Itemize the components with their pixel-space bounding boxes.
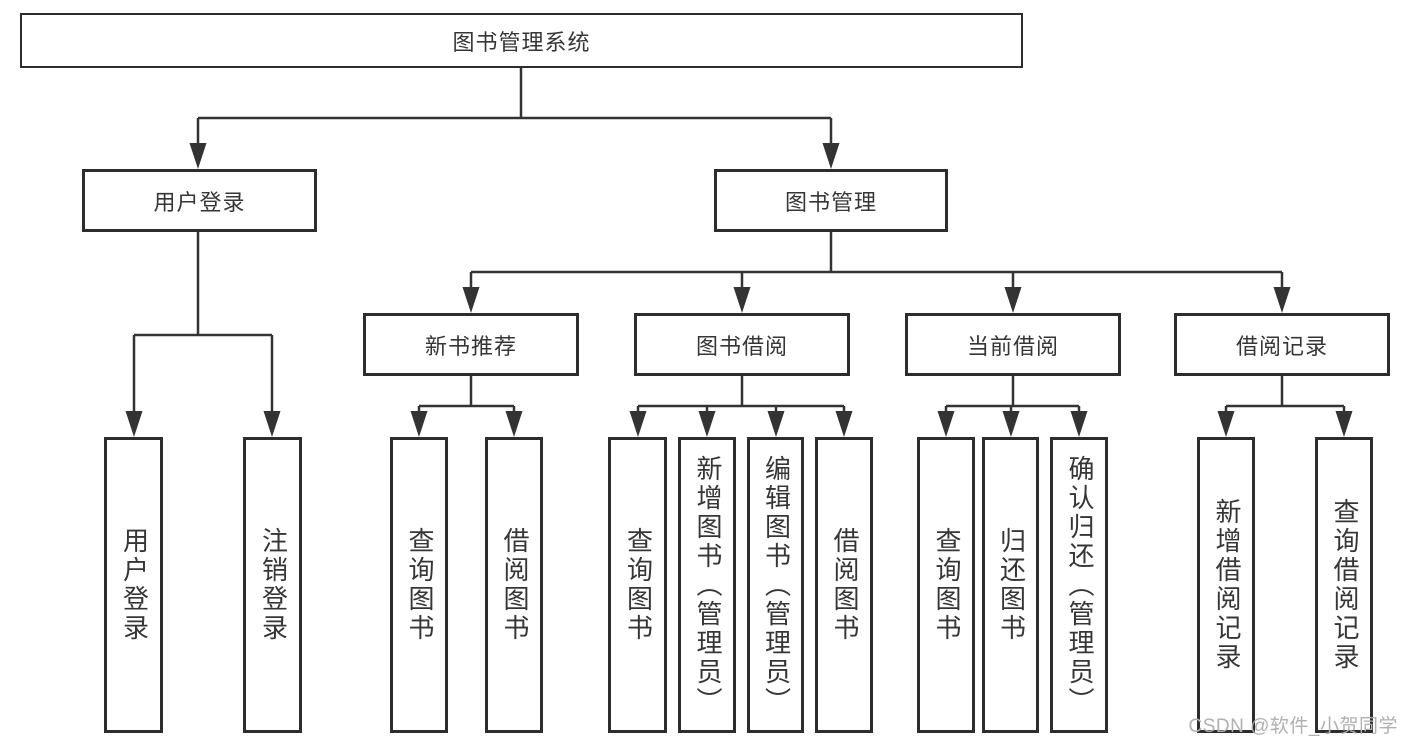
node-label: 用户登录	[153, 189, 246, 215]
node-new-book-recommendation: 新书推荐	[363, 313, 579, 376]
leaf-label: 新增借阅记录	[1211, 498, 1242, 672]
leaf-label: 借阅图书	[499, 527, 530, 643]
leaf-edit-books-admin: 编辑图书（管理员）	[747, 437, 804, 733]
leaf-label: 查询图书	[623, 527, 654, 643]
leaf-query-books-recommend: 查询图书	[390, 437, 448, 733]
node-book-management: 图书管理	[714, 169, 948, 232]
csdn-watermark: CSDN @软件_小贺同学	[1188, 716, 1398, 737]
node-borrowing-records: 借阅记录	[1174, 313, 1390, 376]
node-book-borrowing: 图书借阅	[634, 313, 850, 376]
leaf-user-login: 用户登录	[104, 437, 163, 733]
leaf-query-books-borrowing: 查询图书	[608, 437, 667, 733]
leaf-label: 查询借阅记录	[1329, 498, 1360, 672]
node-user-login: 用户登录	[82, 169, 317, 232]
leaf-logout: 注销登录	[243, 437, 302, 733]
leaf-borrow-books-borrowing: 借阅图书	[815, 437, 873, 733]
leaf-add-books-admin: 新增图书（管理员）	[678, 437, 736, 733]
leaf-query-borrow-record: 查询借阅记录	[1315, 437, 1373, 733]
leaf-label: 借阅图书	[829, 527, 860, 643]
leaf-borrow-books-recommend: 借阅图书	[485, 437, 543, 733]
node-label: 借阅记录	[1235, 333, 1328, 359]
node-library-management-system: 图书管理系统	[20, 13, 1023, 68]
leaf-label: 确认归还（管理员）	[1064, 454, 1095, 716]
leaf-query-books-current: 查询图书	[917, 437, 975, 733]
leaf-label: 查询图书	[931, 527, 962, 643]
node-label: 新书推荐	[424, 333, 517, 359]
node-label: 图书管理系统	[452, 29, 591, 55]
leaf-confirm-return-admin: 确认归还（管理员）	[1050, 437, 1108, 733]
leaf-return-books: 归还图书	[982, 437, 1039, 733]
leaf-label: 查询图书	[404, 527, 435, 643]
node-label: 当前借阅	[966, 333, 1059, 359]
leaf-label: 用户登录	[119, 527, 150, 643]
arrowheads	[125, 143, 1353, 437]
node-label: 图书管理	[784, 189, 877, 215]
leaf-label: 新增图书（管理员）	[692, 454, 723, 716]
node-label: 图书借阅	[695, 333, 788, 359]
leaf-label: 编辑图书（管理员）	[761, 454, 792, 716]
node-current-borrowing: 当前借阅	[905, 313, 1121, 376]
leaf-add-borrow-record: 新增借阅记录	[1197, 437, 1255, 733]
leaf-label: 归还图书	[996, 527, 1027, 643]
leaf-label: 注销登录	[258, 527, 289, 643]
